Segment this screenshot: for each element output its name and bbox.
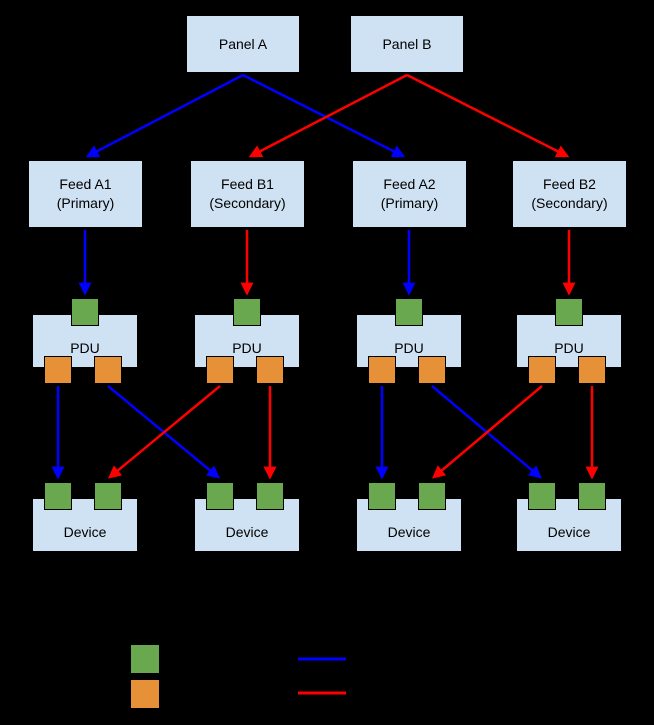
device-1-input-port-left: [44, 482, 72, 510]
pdu-1-output-port-right: [94, 356, 122, 384]
pdu-1-to-device-2-arrow: [107, 385, 221, 479]
panel-b-to-feed-b2-arrow: [406, 73, 570, 158]
device-2-input-port-right: [256, 482, 284, 510]
device-2-label: Device: [225, 523, 269, 540]
device-3-input-port-right: [418, 482, 446, 510]
device-4-label: Device: [547, 523, 591, 540]
device-3-input-port-left: [368, 482, 396, 510]
pdu-4-to-device-3-arrow: [432, 385, 543, 479]
pdu-2-label: PDU: [232, 339, 262, 356]
device-4-input-port-right: [578, 482, 606, 510]
pdu-1-input-port: [71, 298, 99, 326]
pdu-3-to-device-4-arrow: [431, 385, 542, 479]
feed-b1-label: Feed B1: [221, 176, 274, 193]
legend-output-port-swatch: [130, 679, 160, 709]
feed-b1-sublabel: (Secondary): [209, 195, 286, 211]
device-2-input-port-left: [206, 482, 234, 510]
pdu-3-output-port-right: [418, 356, 446, 384]
feed-a2-label: Feed A2: [383, 176, 436, 193]
panel-b-to-feed-b1-arrow: [248, 73, 408, 158]
feed-b2-box: Feed B2 (Secondary): [512, 160, 627, 228]
pdu-1-output-port-left: [44, 356, 72, 384]
pdu-2-output-port-left: [206, 356, 234, 384]
panel-a-to-feed-a1-arrow: [85, 73, 244, 158]
device-1-input-port-right: [94, 482, 122, 510]
panel-b-label: Panel B: [382, 35, 432, 52]
device-4-input-port-left: [528, 482, 556, 510]
panel-a-label: Panel A: [218, 35, 268, 52]
pdu-2-to-device-1-arrow: [107, 385, 221, 479]
feed-a1-sublabel: (Primary): [56, 195, 115, 211]
pdu-3-label: PDU: [394, 339, 424, 356]
pdu-2-output-port-right: [256, 356, 284, 384]
legend-input-port-swatch: [130, 644, 160, 674]
feed-a1-label: Feed A1: [59, 176, 112, 193]
pdu-4-label: PDU: [554, 339, 584, 356]
device-3-label: Device: [387, 523, 431, 540]
panel-a-box: Panel A: [186, 15, 300, 73]
feed-b2-label: Feed B2: [543, 176, 596, 193]
pdu-4-output-port-left: [528, 356, 556, 384]
pdu-4-input-port: [555, 298, 583, 326]
feed-b2-sublabel: (Secondary): [531, 195, 608, 211]
pdu-2-input-port: [233, 298, 261, 326]
device-1-label: Device: [63, 523, 107, 540]
pdu-3-output-port-left: [368, 356, 396, 384]
panel-b-box: Panel B: [350, 15, 464, 73]
feed-a2-sublabel: (Primary): [380, 195, 439, 211]
feed-a1-box: Feed A1 (Primary): [28, 160, 143, 228]
feed-b1-box: Feed B1 (Secondary): [190, 160, 305, 228]
pdu-1-label: PDU: [70, 339, 100, 356]
panel-a-to-feed-a2-arrow: [242, 73, 406, 158]
feed-a2-box: Feed A2 (Primary): [352, 160, 467, 228]
pdu-3-input-port: [395, 298, 423, 326]
pdu-4-output-port-right: [578, 356, 606, 384]
